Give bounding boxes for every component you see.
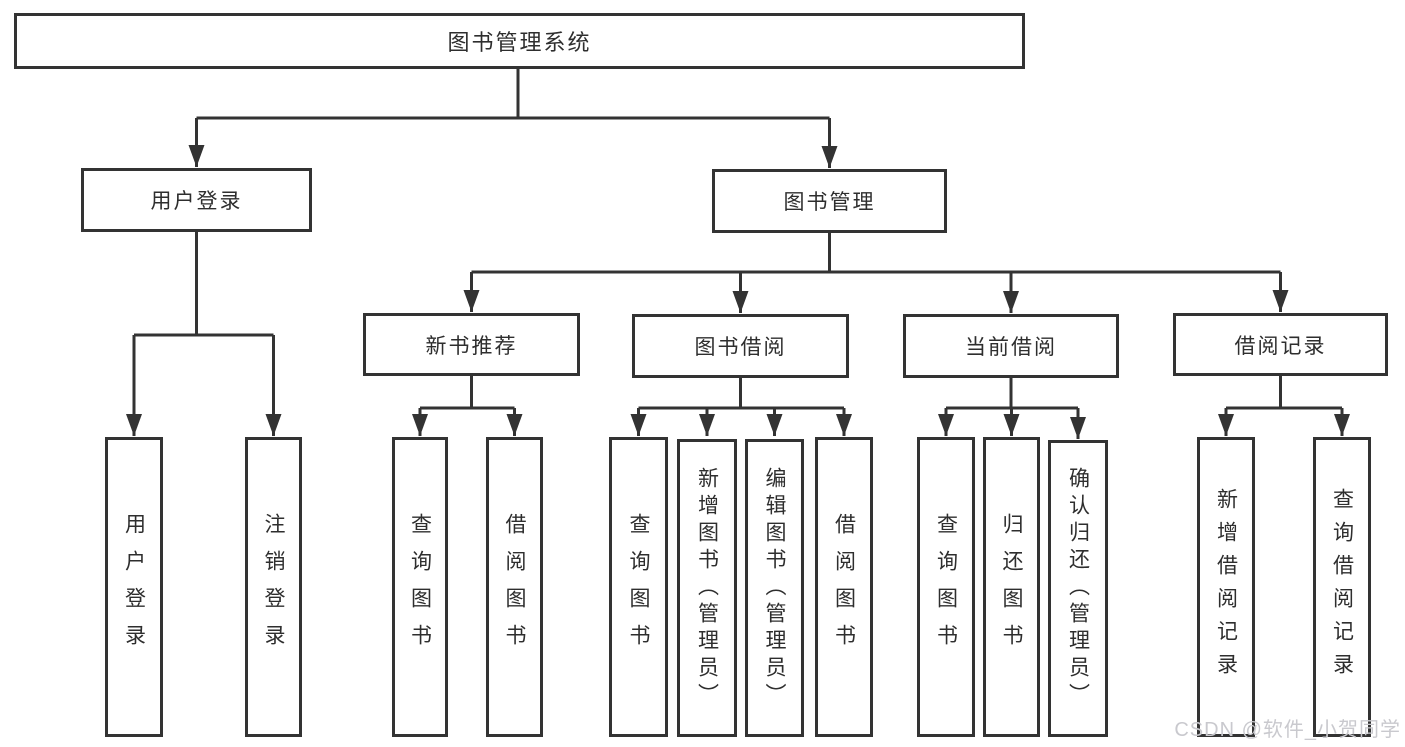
node-book-borrow: 图书借阅 xyxy=(632,314,849,378)
node-label: 用户登录 xyxy=(122,513,146,661)
csdn-watermark: CSDN @软件_小贺同学 xyxy=(1174,719,1401,741)
node-label: 查询图书 xyxy=(934,513,958,661)
node-label: 图书管理 xyxy=(783,191,876,214)
leaf-user-login: 用户登录 xyxy=(105,437,163,737)
node-book-management: 图书管理 xyxy=(712,169,947,233)
node-borrow-records: 借阅记录 xyxy=(1173,313,1388,376)
leaf-query-books-borrow: 查询图书 xyxy=(609,437,668,737)
node-label: 确认归还（管理员） xyxy=(1066,467,1090,710)
leaf-add-book-admin: 新增图书（管理员） xyxy=(677,439,737,737)
node-label: 注销登录 xyxy=(262,513,285,661)
leaf-query-books-current: 查询图书 xyxy=(917,437,975,737)
node-label: 图书管理系统 xyxy=(447,30,592,55)
node-library-management-system: 图书管理系统 xyxy=(14,13,1025,69)
leaf-query-borrow-record: 查询借阅记录 xyxy=(1313,437,1371,737)
node-current-borrow: 当前借阅 xyxy=(903,314,1119,378)
node-label: 借阅记录 xyxy=(1234,334,1327,358)
leaf-return-book: 归还图书 xyxy=(983,437,1040,737)
node-label: 新书推荐 xyxy=(425,334,518,358)
leaf-edit-book-admin: 编辑图书（管理员） xyxy=(745,439,804,737)
node-label: 借阅图书 xyxy=(832,513,856,661)
leaf-add-borrow-record: 新增借阅记录 xyxy=(1197,437,1255,737)
leaf-query-books-recommend: 查询图书 xyxy=(392,437,448,737)
leaf-borrow-books-recommend: 借阅图书 xyxy=(486,437,543,737)
node-label: 查询借阅记录 xyxy=(1330,488,1354,686)
node-label: 用户登录 xyxy=(150,190,243,213)
leaf-logout: 注销登录 xyxy=(245,437,302,737)
node-user-login: 用户登录 xyxy=(81,168,312,232)
node-label: 归还图书 xyxy=(1000,513,1023,661)
node-label: 新增图书（管理员） xyxy=(695,466,719,710)
node-label: 图书借阅 xyxy=(694,336,787,359)
node-new-book-recommend: 新书推荐 xyxy=(363,313,580,376)
node-label: 借阅图书 xyxy=(503,513,526,661)
node-label: 编辑图书（管理员） xyxy=(763,466,786,710)
node-label: 查询图书 xyxy=(408,513,432,661)
leaf-confirm-return-admin: 确认归还（管理员） xyxy=(1048,440,1108,737)
node-label: 新增借阅记录 xyxy=(1214,488,1238,686)
node-label: 当前借阅 xyxy=(965,336,1057,359)
node-label: 查询图书 xyxy=(627,513,650,661)
leaf-borrow-books: 借阅图书 xyxy=(815,437,873,737)
